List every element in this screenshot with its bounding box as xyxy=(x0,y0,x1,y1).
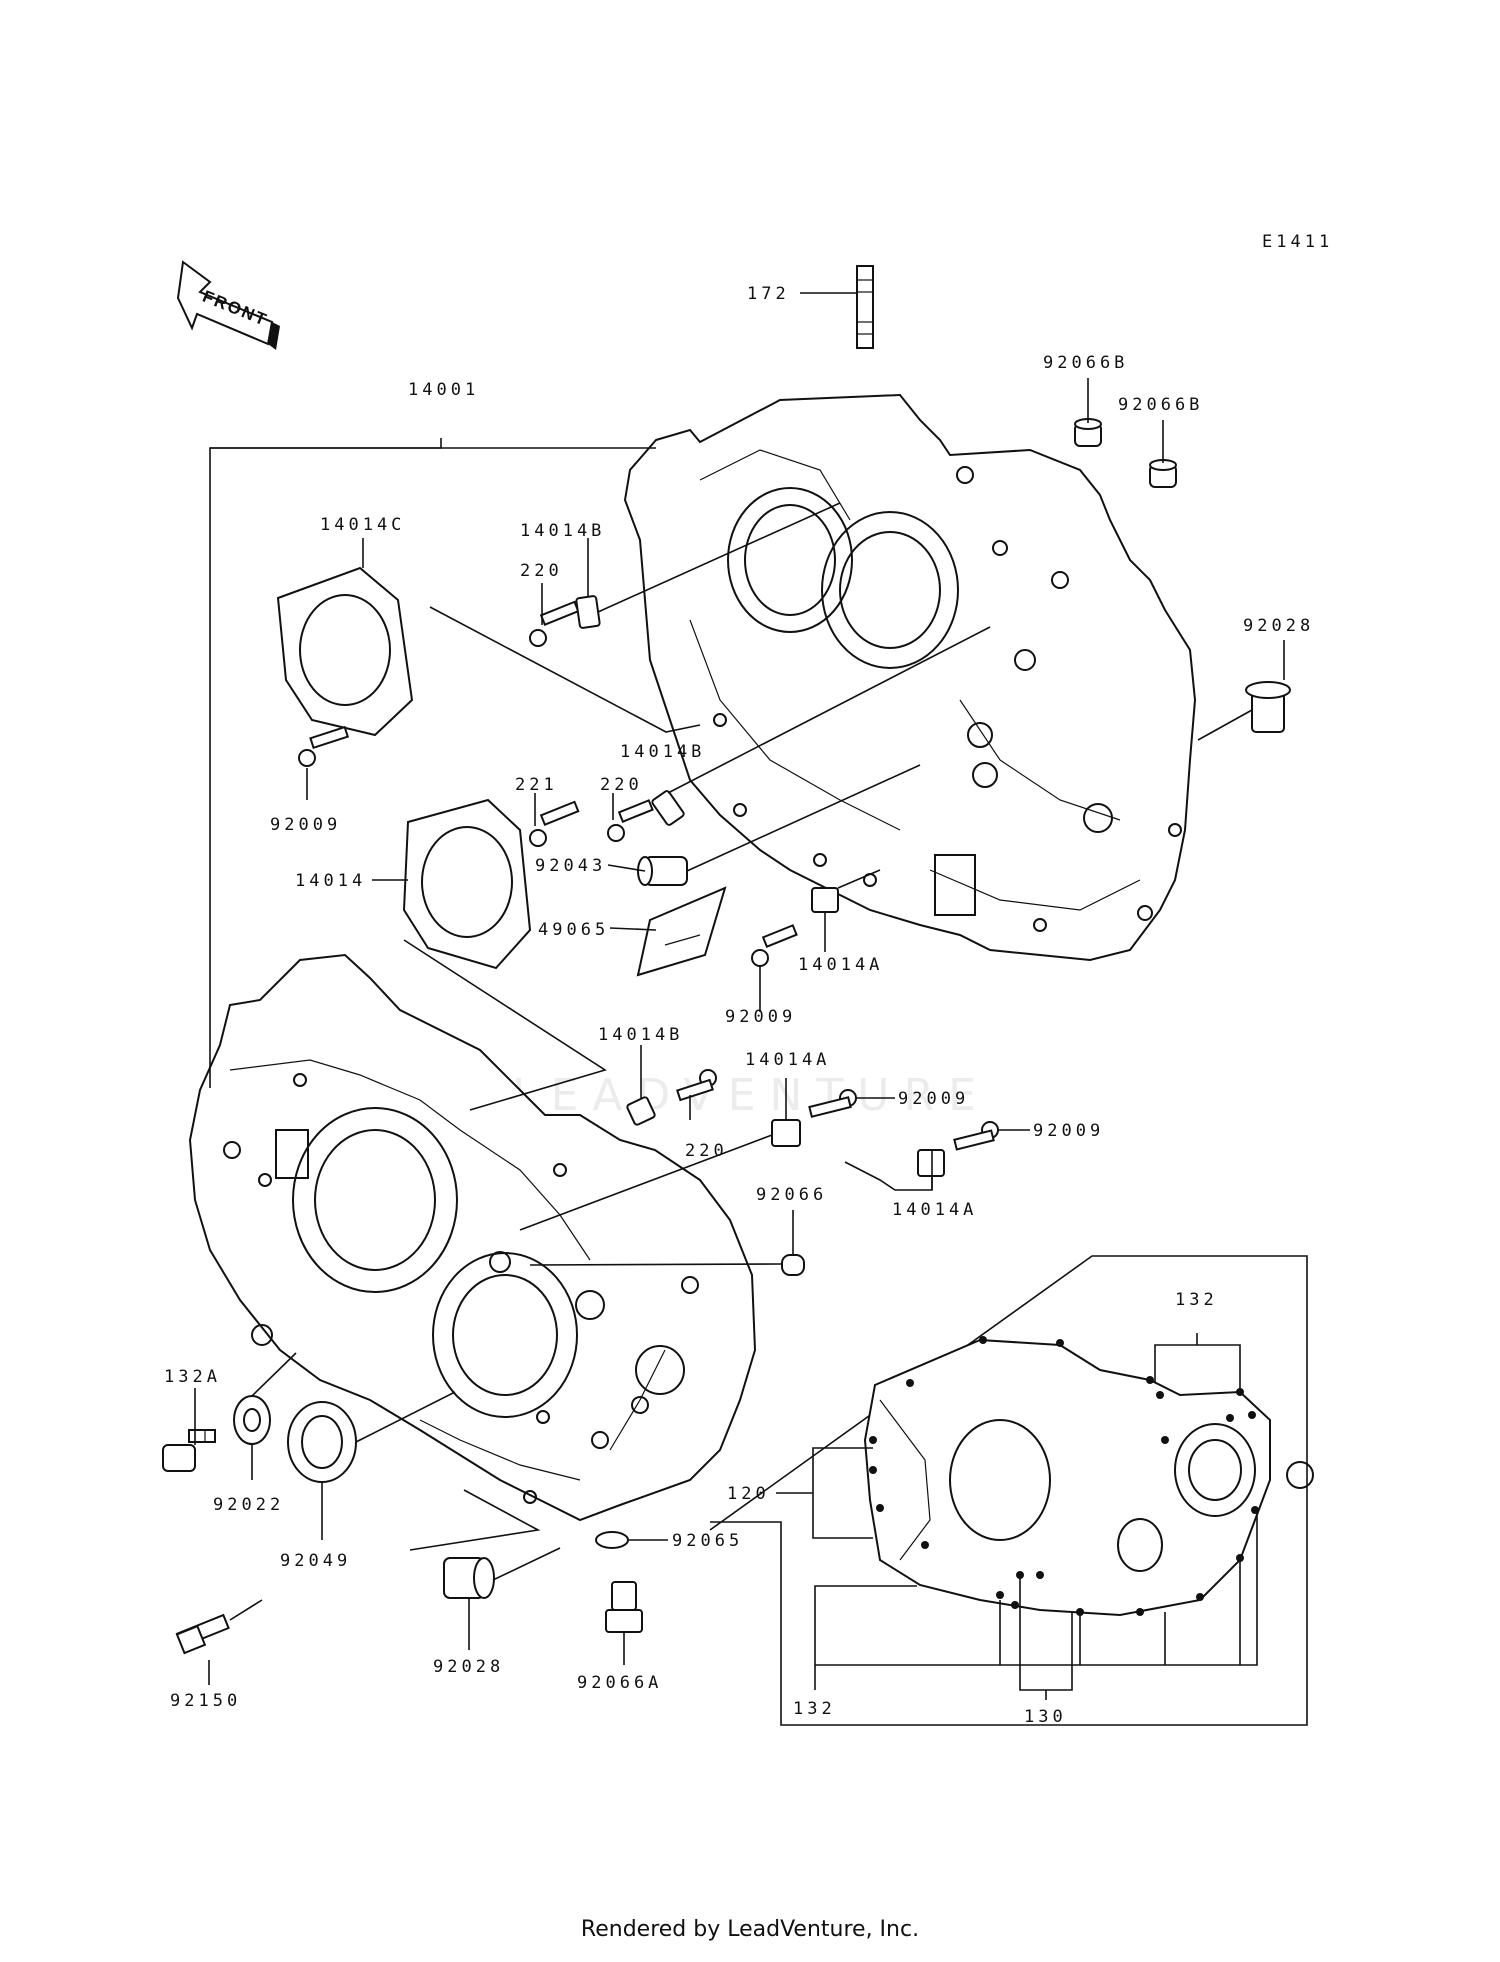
front-arrow-icon: FRONT xyxy=(176,260,280,350)
bushing-92028-lower xyxy=(443,1557,495,1599)
label-49065: 49065 xyxy=(538,920,609,940)
bolt-132a xyxy=(162,1429,216,1472)
plate-14014b-3 xyxy=(626,1096,656,1126)
label-220-1: 220 xyxy=(520,561,563,581)
left-crankcase-half xyxy=(188,953,757,1522)
stud-92150 xyxy=(175,1613,230,1655)
label-92028-1: 92028 xyxy=(1243,616,1314,636)
plate-14014b-2 xyxy=(651,790,685,826)
gasket-14014c xyxy=(276,566,414,737)
screw-92009-3 xyxy=(808,1089,857,1118)
label-221: 221 xyxy=(515,775,558,795)
label-14001: 14001 xyxy=(408,380,479,400)
label-92009-2: 92009 xyxy=(725,1007,796,1027)
stud-172 xyxy=(856,265,874,349)
screw-221 xyxy=(529,800,580,847)
dowel-92066 xyxy=(781,1254,805,1276)
label-14014b-2: 14014B xyxy=(620,742,705,762)
gasket-14014 xyxy=(402,798,532,970)
label-172: 172 xyxy=(747,284,790,304)
label-92066b-1: 92066B xyxy=(1043,353,1128,373)
label-14014: 14014 xyxy=(295,871,366,891)
screw-220-2 xyxy=(607,799,654,842)
screw-92009-2 xyxy=(751,924,798,967)
label-14014a-1: 14014A xyxy=(798,955,883,975)
collar-92043 xyxy=(637,856,688,886)
label-92065: 92065 xyxy=(672,1531,743,1551)
label-14014b-1: 14014B xyxy=(520,521,605,541)
seal-92049 xyxy=(287,1401,357,1483)
bushing-92028-upper xyxy=(1245,681,1291,733)
label-14014a-2: 14014A xyxy=(745,1050,830,1070)
label-92066: 92066 xyxy=(756,1185,827,1205)
seal-92022 xyxy=(233,1395,271,1445)
label-92009-1: 92009 xyxy=(270,815,341,835)
label-92043: 92043 xyxy=(535,856,606,876)
label-92028-2: 92028 xyxy=(433,1657,504,1677)
plate-14014a-3 xyxy=(917,1149,945,1177)
right-crankcase-half xyxy=(623,393,1197,962)
screw-220-3 xyxy=(676,1069,717,1102)
dowel-92066b-2 xyxy=(1149,459,1177,488)
label-92066a: 92066A xyxy=(577,1673,662,1693)
inset-bolt-layout xyxy=(709,1255,1314,1726)
screw-92009-4 xyxy=(953,1121,999,1151)
label-92022: 92022 xyxy=(213,1495,284,1515)
plate-14014b-1 xyxy=(575,595,601,629)
label-92066b-2: 92066B xyxy=(1118,395,1203,415)
footer-credit: Rendered by LeadVenture, Inc. xyxy=(580,1917,920,1942)
label-14014c: 14014C xyxy=(320,515,405,535)
label-92150: 92150 xyxy=(170,1691,241,1711)
label-220-3: 220 xyxy=(685,1141,728,1161)
washer-92065 xyxy=(595,1531,629,1549)
label-132-top: 132 xyxy=(1175,1290,1218,1310)
label-132a: 132A xyxy=(164,1367,221,1387)
screw-92009-1 xyxy=(298,725,350,767)
label-14014a-3: 14014A xyxy=(892,1200,977,1220)
label-220-2: 220 xyxy=(600,775,643,795)
plate-14014a-1 xyxy=(811,887,839,913)
label-92009-4: 92009 xyxy=(1033,1121,1104,1141)
label-92009-3: 92009 xyxy=(898,1089,969,1109)
plate-14014a-2 xyxy=(771,1119,801,1147)
leader-lines xyxy=(194,292,1285,1685)
label-14014b-3: 14014B xyxy=(598,1025,683,1045)
label-92049: 92049 xyxy=(280,1551,351,1571)
label-130: 130 xyxy=(1024,1707,1067,1727)
plug-92066a xyxy=(605,1581,643,1633)
screw-220-1 xyxy=(529,600,580,647)
label-120: 120 xyxy=(727,1484,770,1504)
label-132-bottom: 132 xyxy=(793,1699,836,1719)
watermark-text: LEADVENTURE xyxy=(512,1070,990,1121)
dowel-92066b-1 xyxy=(1074,418,1102,447)
plate-49065 xyxy=(636,886,727,977)
diagram-code: E1411 xyxy=(1262,232,1333,252)
